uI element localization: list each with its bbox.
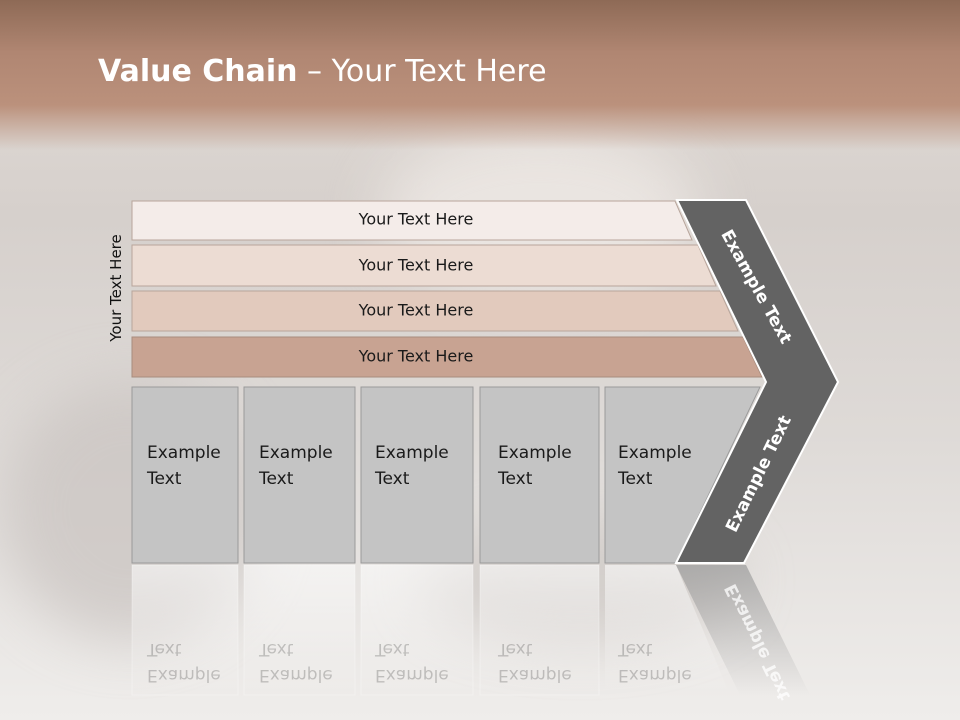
box-reflection-text-2-line2: Text [259, 639, 294, 659]
chevron-arrow [674, 199, 840, 564]
bar-1 [131, 200, 693, 241]
bar-3 [131, 290, 739, 332]
title-rest: – Your Text Here [297, 54, 547, 89]
box-text-5-line2: Text [618, 469, 653, 489]
box-text-2-line1: Example [259, 443, 333, 463]
box-reflection-text-5: Example Text [618, 636, 692, 688]
bar-2 [131, 244, 717, 287]
bar-label-4: Your Text Here [358, 347, 474, 366]
box-reflection-text-3: Example Text [375, 636, 449, 688]
box-reflection-text-2-line1: Example [259, 665, 333, 685]
box-1 [131, 386, 239, 564]
box-text-1-line2: Text [147, 469, 182, 489]
box-text-4-line2: Text [498, 469, 533, 489]
box-reflection-text-5-line1: Example [618, 665, 692, 685]
box-text-1-line1: Example [147, 443, 221, 463]
box-reflection-2 [243, 564, 356, 696]
bar-label-2: Your Text Here [358, 256, 474, 275]
bar-label-3: Your Text Here [358, 301, 474, 320]
bar-label-1: Your Text Here [358, 210, 474, 229]
box-reflection-text-4: Example Text [498, 636, 572, 688]
page-title: Value Chain – Your Text Here [98, 54, 547, 89]
box-reflection-text-1: Example Text [147, 636, 221, 688]
box-reflection-text-2: Example Text [259, 636, 333, 688]
box-3 [360, 386, 474, 564]
header-band [0, 0, 960, 150]
box-text-2-line2: Text [259, 469, 294, 489]
chevron-reflection [676, 565, 810, 695]
box-4 [479, 386, 600, 564]
box-reflection-text-1-line2: Text [147, 639, 182, 659]
box-text-3-line1: Example [375, 443, 449, 463]
reflection-group [131, 564, 810, 696]
box-2 [243, 386, 356, 564]
box-reflection-text-1-line1: Example [147, 665, 221, 685]
box-reflection-text-3-line2: Text [375, 639, 410, 659]
box-reflection-4 [479, 564, 600, 696]
box-reflection-text-4-line1: Example [498, 665, 572, 685]
box-text-3-line2: Text [375, 469, 410, 489]
box-reflection-5 [605, 565, 730, 695]
box-reflection-text-3-line1: Example [375, 665, 449, 685]
bar-4 [131, 336, 763, 378]
title-bold: Value Chain [98, 54, 298, 89]
box-reflection-1 [131, 564, 239, 696]
box-reflection-text-5-line2: Text [618, 639, 653, 659]
box-text-5-line1: Example [618, 443, 692, 463]
box-reflection-text-4-line2: Text [498, 639, 533, 659]
box-text-4-line1: Example [498, 443, 572, 463]
box-reflection-3 [360, 564, 474, 696]
